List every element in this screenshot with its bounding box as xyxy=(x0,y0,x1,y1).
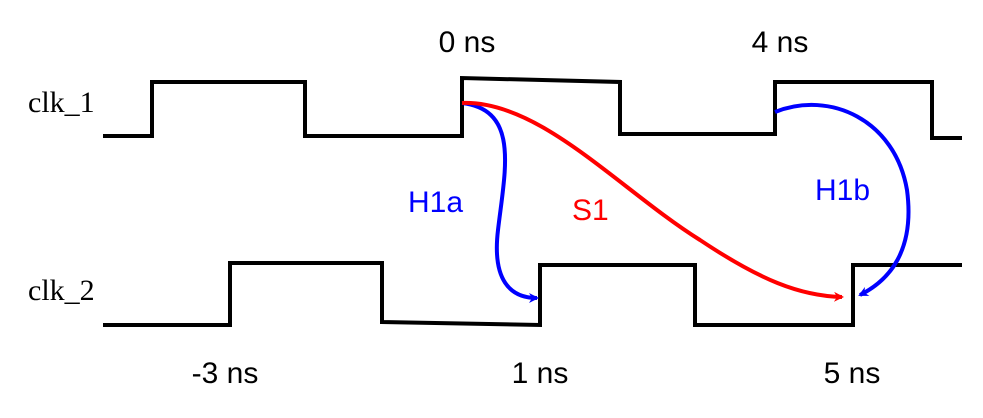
time-label-4ns: 4 ns xyxy=(752,26,809,59)
h1a-label: H1a xyxy=(408,186,463,219)
signal-label-clk-2: clk_2 xyxy=(28,274,95,307)
time-label-5ns: 5 ns xyxy=(824,357,881,390)
h1b-label: H1b xyxy=(815,174,870,207)
h1a-arrow xyxy=(461,101,539,303)
signal-label-clk-1: clk_1 xyxy=(28,86,95,119)
time-label-1ns: 1 ns xyxy=(512,357,569,390)
time-label-0ns: 0 ns xyxy=(439,26,496,59)
clk-2-waveform xyxy=(103,261,962,328)
h1b-arrow xyxy=(774,102,911,297)
time-label-minus3ns: -3 ns xyxy=(192,357,259,390)
clk-1-waveform xyxy=(103,75,962,140)
s1-label: S1 xyxy=(572,194,609,227)
s1-arrow xyxy=(461,100,844,302)
